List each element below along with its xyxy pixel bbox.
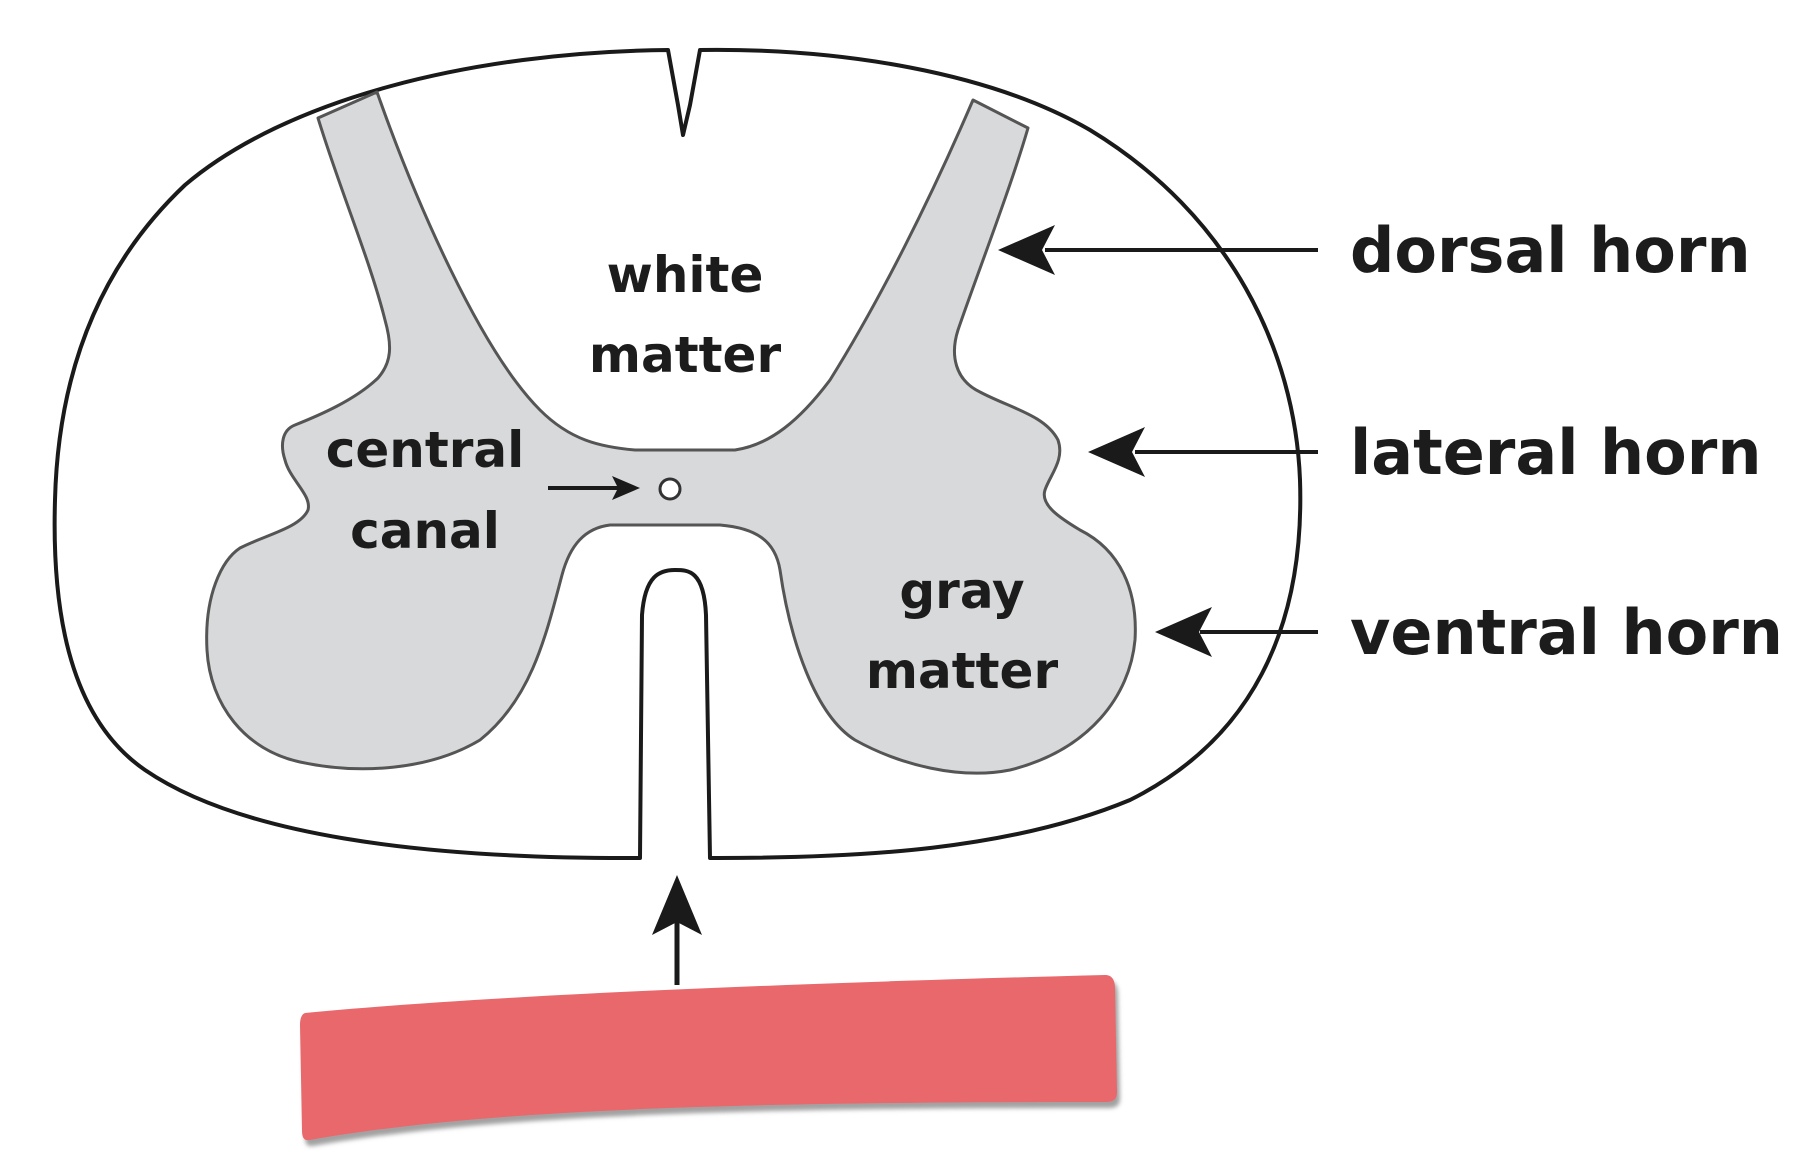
fissure-arrow [652,875,702,985]
central-canal-arrow [548,476,640,500]
lateral-horn-label: lateral horn [1350,416,1761,489]
ventral-horn-label: ventral horn [1350,596,1783,669]
dorsal-horn-arrow [998,225,1318,275]
lateral-horn-arrow [1088,427,1318,477]
central-canal-dot [658,477,682,501]
white-matter-label-line1: white [607,246,764,304]
central-canal-label-line2: canal [350,502,500,560]
central-canal-label-line1: central [326,421,525,479]
ventral-horn-arrow [1155,607,1318,657]
dorsal-horn-label: dorsal horn [1350,214,1751,287]
gray-matter-label-line1: gray [899,562,1024,620]
white-matter-label-line2: matter [589,326,782,384]
gray-matter-label-line2: matter [866,642,1059,700]
gray-matter-region [205,90,1137,775]
answer-label-box[interactable] [300,975,1117,1141]
